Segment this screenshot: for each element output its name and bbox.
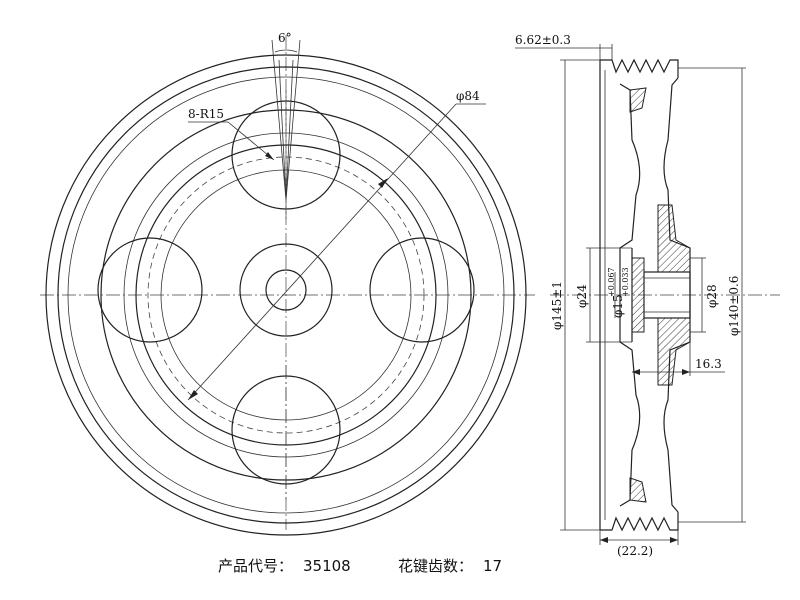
product-code-value: 35108 [303, 557, 351, 575]
diameter-arrowhead-bottom [188, 390, 198, 400]
hub-len-label: 16.3 [695, 357, 722, 371]
hub-outer-circle [239, 243, 333, 337]
rim-inner-circle-2 [67, 76, 505, 514]
outer-dia-label: φ145±1 [550, 281, 564, 330]
angle-line-left [271, 39, 287, 201]
spline-teeth-value: 17 [483, 557, 502, 575]
lightening-hole-right [369, 237, 475, 343]
web-inner-profile [619, 83, 641, 507]
bore-dia-label: φ24 [575, 284, 589, 308]
width-label: 6.62±0.3 [515, 33, 571, 47]
hub-hatch-upper [657, 204, 691, 273]
hub-hatch-left [631, 257, 645, 333]
product-code-label: 产品代号： [218, 557, 293, 575]
radius-leader-diagonal [227, 121, 275, 161]
angle-line-right-2 [285, 59, 294, 201]
angle-arc [274, 49, 298, 53]
hub-bore-circle [265, 269, 307, 311]
angle-label: 6° [278, 31, 292, 45]
radius-label: 8-R15 [188, 107, 224, 121]
diameter-label: φ84 [456, 89, 480, 103]
diameter-leader [187, 103, 457, 401]
groove-dia-label: φ140±0.6 [727, 276, 741, 336]
hub-len-arrow-left [632, 369, 640, 375]
section-hatch-top [629, 87, 647, 113]
bore-tol-lower: +0.033 [621, 267, 630, 297]
lightening-hole-left [97, 237, 203, 343]
front-view: 6° 8-R15 φ84 [40, 31, 535, 536]
hub-dia-label: φ28 [705, 284, 719, 308]
caption: 产品代号： 35108 花键齿数： 17 [218, 557, 502, 575]
overall-len-arrow-right [670, 537, 678, 543]
side-view: 6.62±0.3 φ145±1 φ24 φ15 +0.067 +0.033 φ2… [515, 33, 780, 558]
outer-rim-circle [45, 54, 527, 536]
bore-tol-upper: +0.067 [607, 267, 616, 297]
groove-profile-top [600, 58, 679, 78]
hub-bore [643, 271, 691, 319]
bore-tol-main: φ15 [611, 294, 625, 318]
angle-line-left-2 [278, 59, 287, 201]
hub-len-arrow-right [682, 369, 690, 375]
overall-len-label: (22.2) [617, 544, 653, 558]
diameter-arrowhead-top [378, 178, 388, 188]
section-hatch-bottom [629, 477, 647, 503]
angle-line-right [285, 39, 301, 201]
spline-teeth-label: 花键齿数： [398, 557, 473, 575]
overall-len-arrow-left [600, 537, 608, 543]
radius-arrowhead [265, 152, 274, 160]
rim-inner-circle-1 [57, 66, 515, 524]
hub-hatch-lower [657, 317, 691, 386]
groove-profile-bottom [600, 512, 679, 532]
